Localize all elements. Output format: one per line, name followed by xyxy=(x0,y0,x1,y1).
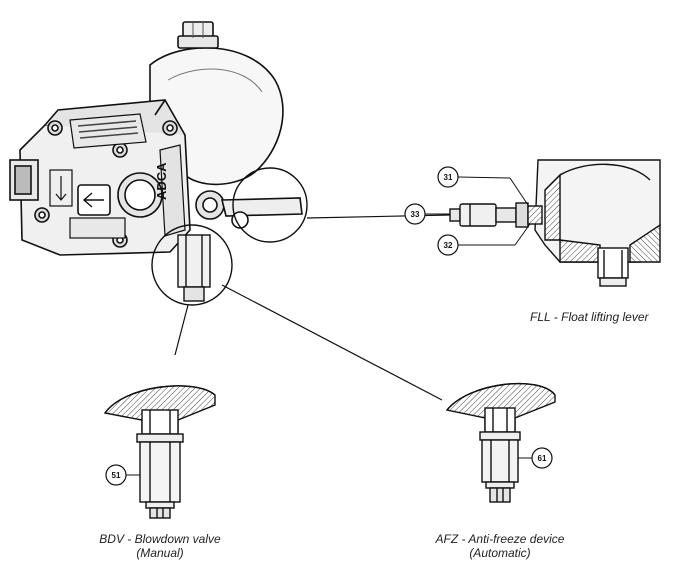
fll-detail xyxy=(449,159,661,287)
svg-text:51: 51 xyxy=(112,471,121,480)
leader-line-fll xyxy=(306,214,451,219)
drain-detail-circle xyxy=(151,224,233,306)
callout-33: 33 xyxy=(404,203,426,225)
caption-fll: FLL - Float lifting lever xyxy=(530,310,649,324)
fll-callouts xyxy=(425,176,531,246)
callout-32: 32 xyxy=(437,234,459,256)
main-trap-body: ADCA xyxy=(9,21,303,256)
leader-line-afz xyxy=(221,284,443,401)
caption-bdv-title: BDV - Blowdown valve xyxy=(99,532,221,546)
callout-51: 51 xyxy=(105,464,127,486)
afz-detail xyxy=(445,382,556,503)
callout-31: 31 xyxy=(437,166,459,188)
lever-detail-circle xyxy=(232,167,308,243)
callout-61: 61 xyxy=(531,447,553,469)
svg-text:32: 32 xyxy=(444,241,453,250)
caption-afz: AFZ - Anti-freeze device (Automatic) xyxy=(405,532,595,560)
caption-afz-title: AFZ - Anti-freeze device xyxy=(435,532,565,546)
svg-text:33: 33 xyxy=(411,210,420,219)
adca-logo: ADCA xyxy=(154,162,169,200)
bdv-detail xyxy=(103,385,216,519)
caption-bdv: BDV - Blowdown valve (Manual) xyxy=(70,532,250,560)
svg-text:31: 31 xyxy=(444,173,453,182)
caption-bdv-mode: (Manual) xyxy=(136,546,184,560)
svg-text:61: 61 xyxy=(538,454,547,463)
drain-fitting xyxy=(177,234,211,302)
top-plug xyxy=(177,21,219,49)
nameplate xyxy=(69,113,147,149)
leader-line-bdv xyxy=(174,304,189,356)
caption-afz-mode: (Automatic) xyxy=(469,546,531,560)
